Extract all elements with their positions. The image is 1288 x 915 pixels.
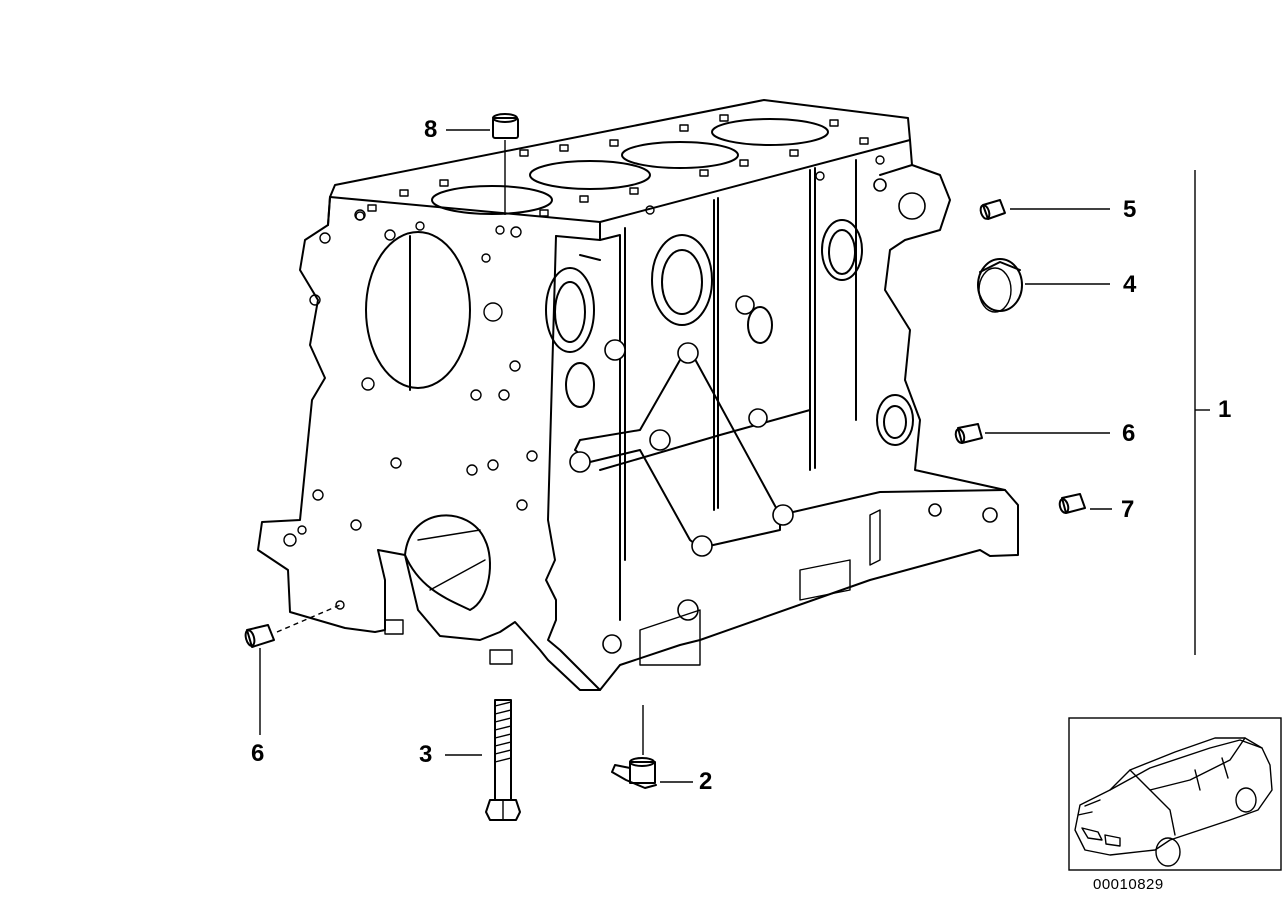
dowel-6-left-icon[interactable] bbox=[244, 624, 275, 648]
callout-5: 5 bbox=[1123, 196, 1137, 223]
leader-lines bbox=[259, 129, 1210, 783]
callout-7: 7 bbox=[1121, 496, 1135, 523]
callout-3: 3 bbox=[419, 741, 433, 768]
callout-1: 1 bbox=[1218, 396, 1232, 423]
inset-box bbox=[1068, 717, 1282, 871]
bolt-3-icon[interactable] bbox=[485, 699, 521, 821]
dowel-7-icon[interactable] bbox=[1058, 493, 1086, 514]
dowel-5-icon[interactable] bbox=[979, 199, 1006, 220]
dowel-6-right-icon[interactable] bbox=[954, 423, 983, 444]
callout-6-left: 6 bbox=[251, 740, 265, 767]
diagram-code: 00010829 bbox=[1093, 876, 1164, 893]
car-silhouette-icon bbox=[1074, 737, 1273, 867]
sleeve-8-icon[interactable] bbox=[492, 113, 519, 139]
plug-2-icon[interactable] bbox=[611, 757, 657, 789]
callout-2: 2 bbox=[699, 768, 713, 795]
callout-8: 8 bbox=[424, 116, 438, 143]
ring-4-icon[interactable] bbox=[977, 258, 1023, 313]
callout-4: 4 bbox=[1123, 271, 1137, 298]
callout-6-right: 6 bbox=[1122, 420, 1136, 447]
engine-block-icon[interactable] bbox=[257, 99, 1019, 691]
